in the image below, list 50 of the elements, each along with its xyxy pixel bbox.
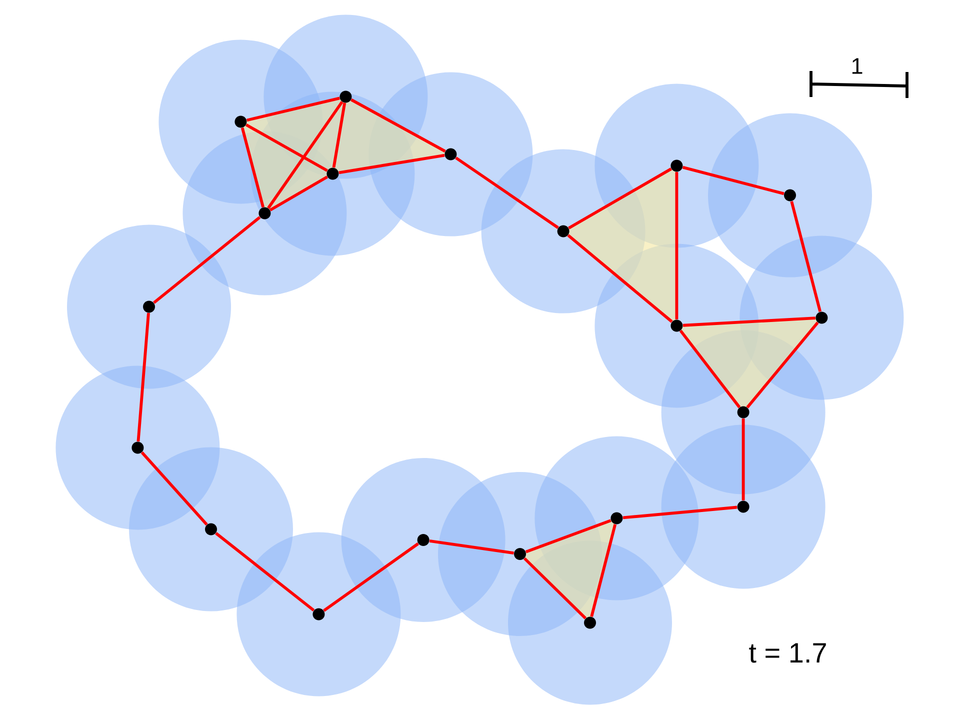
edge-line [338, 154, 445, 174]
edge-line [746, 322, 819, 408]
edge-line [140, 451, 208, 526]
vertex-dot [326, 168, 339, 180]
edge-line [215, 532, 315, 612]
edge-line [675, 172, 678, 320]
vertex-dot [417, 534, 430, 546]
edge-line [245, 124, 328, 172]
edge-line [267, 101, 344, 209]
vertex-dot [670, 320, 683, 332]
vertex-dot [143, 300, 155, 313]
edge-line [679, 330, 741, 408]
vertex-dot [312, 608, 325, 620]
vertex-dot [584, 616, 596, 629]
edge-line [246, 96, 340, 122]
vertex-dot [737, 406, 750, 418]
edge-line [455, 156, 559, 229]
vertex-dot [670, 160, 683, 172]
edge-line [622, 506, 738, 520]
time-label: t = 1.7 [749, 643, 826, 663]
vertex-dot [258, 207, 271, 220]
edge-line [568, 168, 672, 230]
edge-line [269, 176, 328, 212]
edge-line [590, 524, 617, 617]
vertex-dot [444, 148, 457, 160]
vertex-dot [610, 512, 623, 524]
vertex-dot [340, 90, 352, 103]
edge-line [682, 316, 816, 327]
vertex-dot [514, 548, 526, 560]
vertex-dot [557, 225, 570, 238]
edge-line [523, 557, 587, 620]
edge-line [240, 127, 265, 208]
vertex-dot [132, 442, 144, 454]
edge-line [742, 418, 745, 500]
edge-line [322, 542, 420, 612]
vertex-dot [784, 189, 796, 202]
edge-line [567, 234, 673, 323]
edge-line [525, 519, 612, 554]
vertex-dot [234, 116, 247, 128]
edge-line [429, 539, 514, 555]
vertex-dot [816, 312, 828, 324]
edge-line [152, 216, 261, 304]
edge-line [136, 312, 150, 442]
edge-line [332, 102, 346, 168]
vertex-dot [737, 500, 750, 513]
edge-line [350, 98, 446, 153]
scale-label: 1 [852, 58, 862, 74]
vertex-dot [205, 523, 217, 536]
edge-line [682, 166, 784, 196]
edge-line [790, 201, 822, 312]
